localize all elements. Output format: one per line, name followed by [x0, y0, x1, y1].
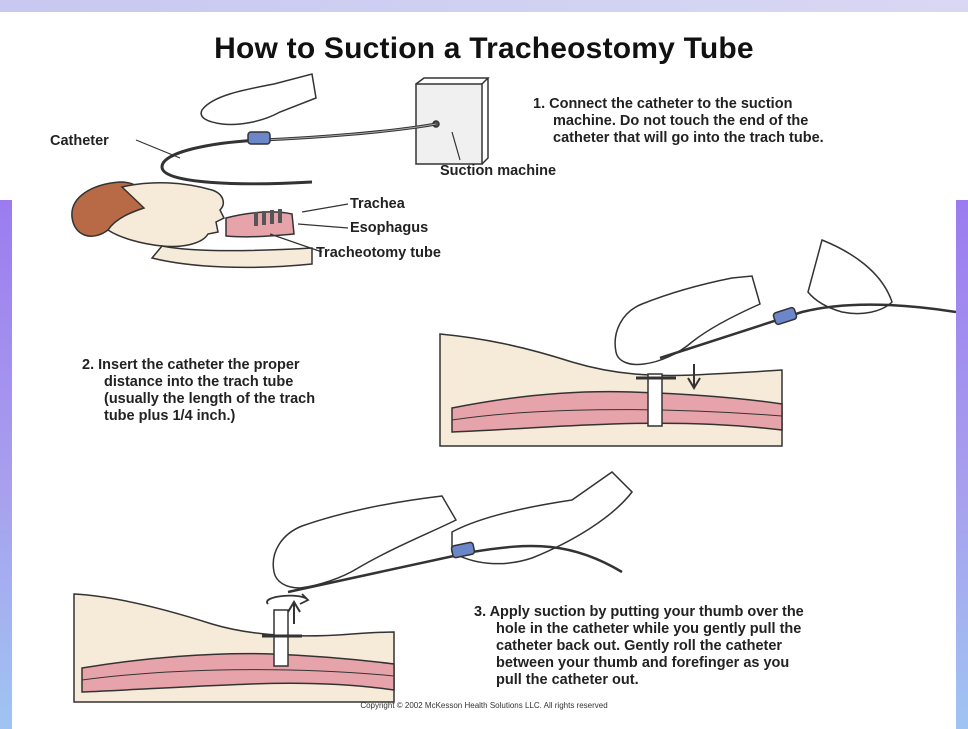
left-gradient-bar	[0, 200, 12, 729]
label-suction-machine: Suction machine	[440, 163, 556, 179]
illustration-insert	[440, 240, 956, 446]
trach-tube-3	[274, 610, 288, 666]
hand-1	[201, 74, 316, 125]
label-catheter: Catheter	[50, 133, 109, 149]
right-gradient-bar	[956, 200, 968, 729]
catheter-tip-2	[773, 307, 798, 325]
illustration-connect	[136, 74, 488, 184]
step-3-text: 3. Apply suction by putting your thumb o…	[474, 604, 944, 689]
arrow-up	[288, 602, 300, 624]
rotate-arrow	[267, 594, 308, 604]
catheter-tip-1	[248, 132, 270, 144]
catheter-tube	[162, 124, 436, 184]
throat-tissue	[226, 212, 294, 237]
copyright-notice: Copyright © 2002 McKesson Health Solutio…	[12, 701, 956, 710]
hand-2b	[808, 240, 892, 314]
trach-tube-2	[648, 374, 662, 426]
neck	[152, 246, 312, 267]
illustration-head	[72, 182, 348, 267]
suction-machine-box	[416, 84, 482, 164]
label-tracheotomy-tube: Tracheotomy tube	[316, 245, 441, 261]
instruction-sheet: How to Suction a Tracheostomy Tube	[12, 12, 956, 717]
label-esophagus: Esophagus	[350, 220, 428, 236]
step-2-text: 2. Insert the catheter the proper distan…	[82, 357, 442, 425]
top-band	[0, 0, 968, 12]
label-trachea: Trachea	[350, 196, 405, 212]
step-1-text: 1. Connect the catheter to the suction m…	[533, 96, 953, 147]
hand-2a	[615, 276, 760, 365]
